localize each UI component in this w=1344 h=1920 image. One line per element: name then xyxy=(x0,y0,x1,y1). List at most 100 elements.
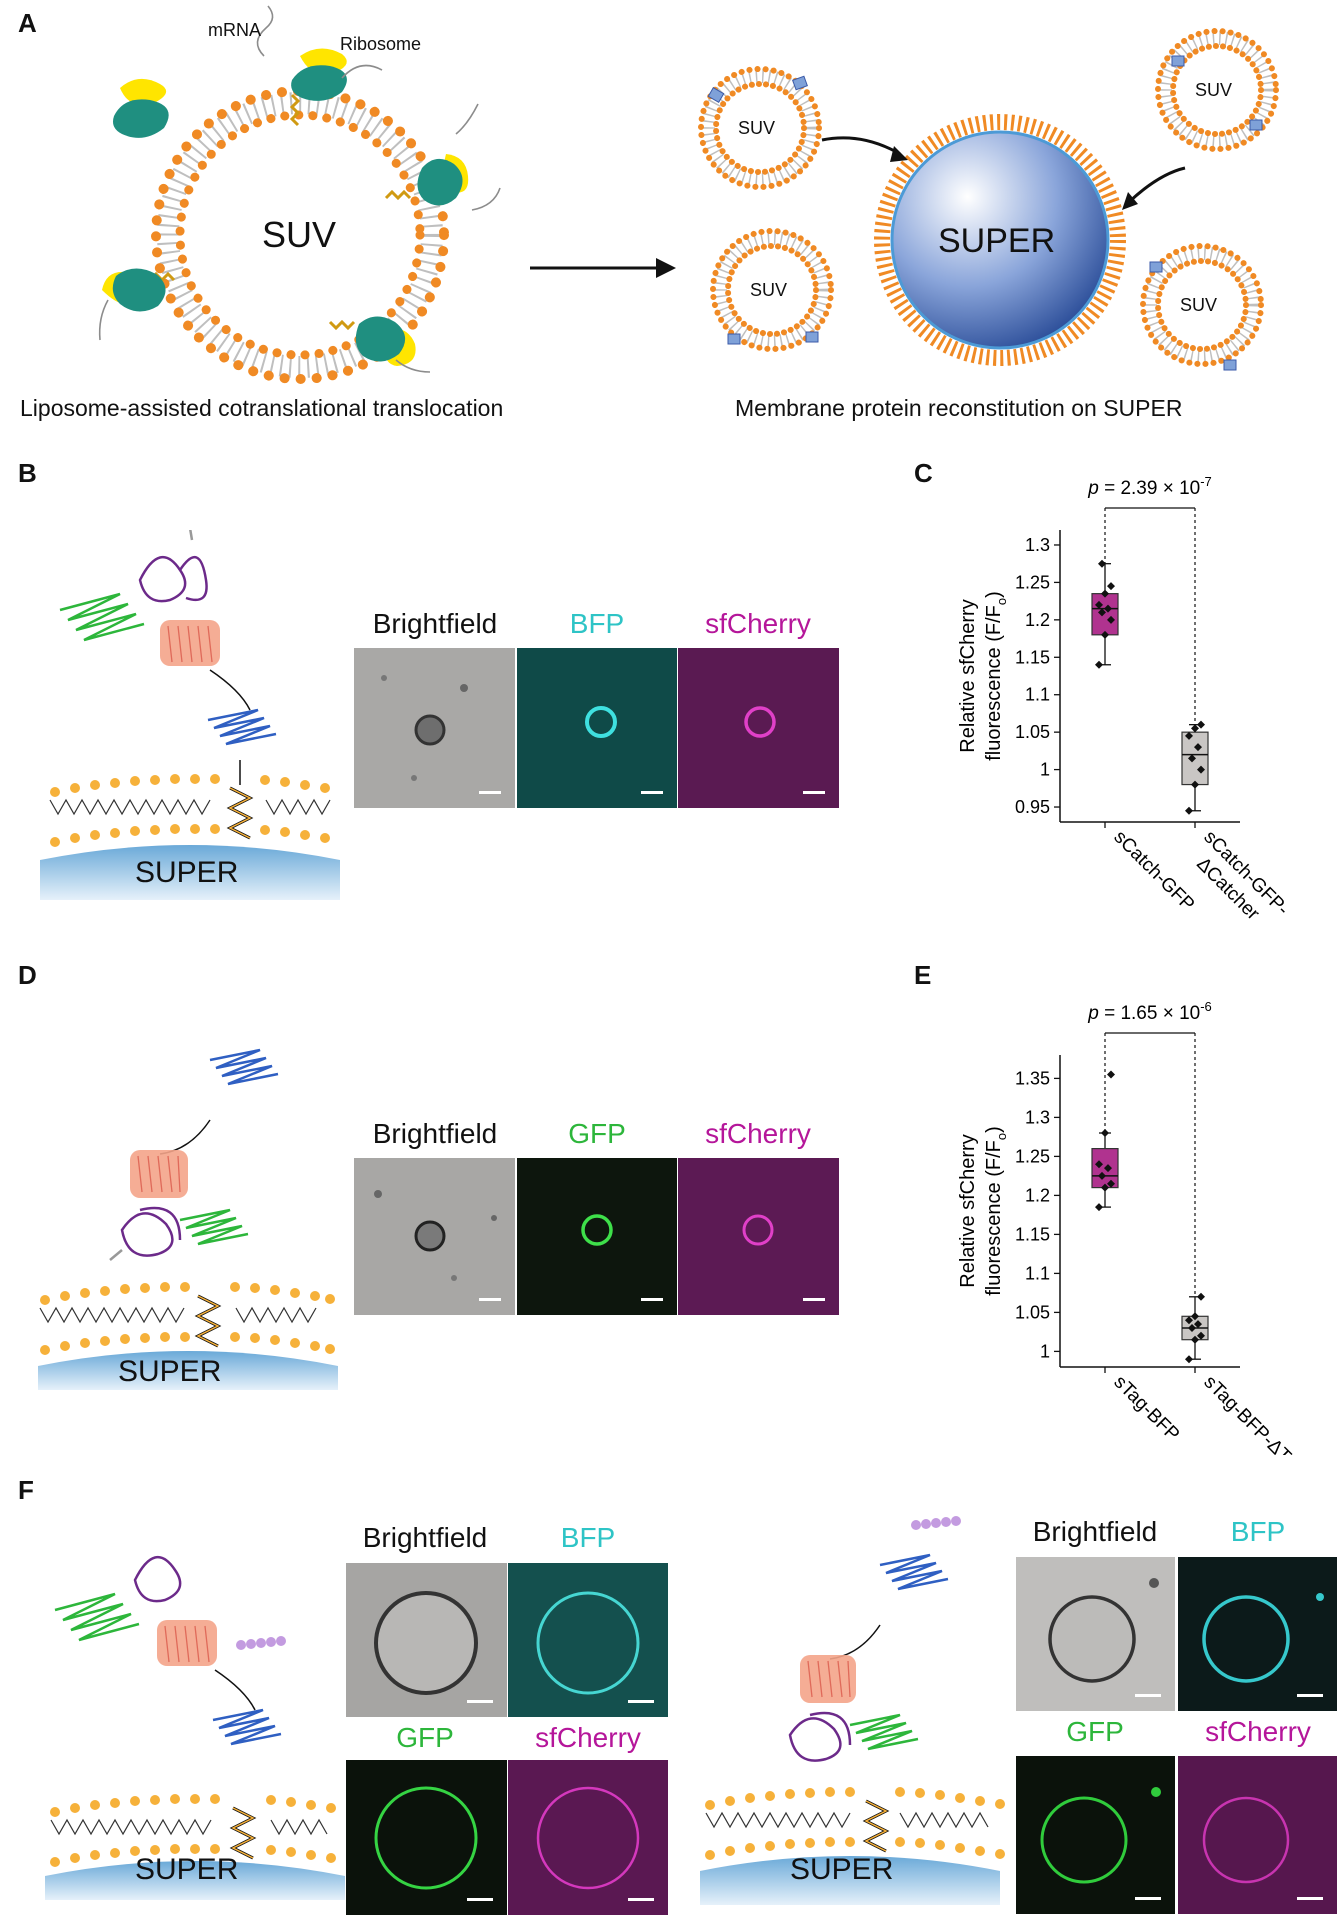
panel-a-diagram xyxy=(98,5,1279,384)
d-image-sfcherry xyxy=(678,1158,839,1315)
data-point xyxy=(1095,600,1103,609)
suv-label-1: SUV xyxy=(738,118,776,138)
y-tick-label: 1.35 xyxy=(1015,1068,1050,1088)
d-title-gfp: GFP xyxy=(568,1118,626,1149)
b-title-brightfield: Brightfield xyxy=(372,608,498,639)
f-left-title-brightfield: Brightfield xyxy=(362,1522,488,1553)
f-right-title-brightfield: Brightfield xyxy=(1032,1516,1158,1547)
f-right-image-gfp xyxy=(1016,1756,1175,1914)
f-left-image-bfp xyxy=(508,1563,668,1717)
panel-label-e: E xyxy=(914,960,932,990)
data-point xyxy=(1191,1335,1199,1344)
data-point xyxy=(1098,559,1106,568)
y-tick-label: 1.05 xyxy=(1015,722,1050,742)
y-tick-label: 1.2 xyxy=(1025,1185,1050,1205)
f-left-title-gfp: GFP xyxy=(396,1722,454,1753)
d-image-brightfield xyxy=(354,1158,515,1315)
f-right-title-gfp: GFP xyxy=(1066,1716,1124,1747)
b-title-bfp: BFP xyxy=(569,608,625,639)
data-point xyxy=(1197,720,1205,729)
data-point xyxy=(1098,1171,1106,1180)
membrane-protein-markers xyxy=(707,55,1263,371)
construct-diagram-f-right xyxy=(700,1516,1005,1905)
super-label-d: SUPER xyxy=(118,1355,222,1388)
y-tick-label: 1.1 xyxy=(1025,1263,1050,1283)
y-tick-label: 1.15 xyxy=(1015,647,1050,667)
panel-label-b: B xyxy=(18,458,37,488)
super-label-f-right: SUPER xyxy=(790,1853,894,1886)
data-point xyxy=(1101,630,1109,639)
data-point xyxy=(1104,604,1112,613)
super-bead xyxy=(874,114,1126,366)
y-tick-label: 1.15 xyxy=(1015,1224,1050,1244)
panel-label-a: A xyxy=(18,8,37,38)
y-tick-label: 1 xyxy=(1040,760,1050,780)
y-tick-label: 1 xyxy=(1040,1341,1050,1361)
data-point xyxy=(1107,615,1115,624)
data-point xyxy=(1095,1203,1103,1212)
data-point xyxy=(1104,1164,1112,1173)
construct-diagram-b xyxy=(40,530,340,900)
data-point xyxy=(1191,724,1199,733)
y-tick-label: 1.25 xyxy=(1015,572,1050,592)
panel-label-d: D xyxy=(18,960,37,990)
data-point xyxy=(1185,1355,1193,1364)
p-value-label: p = 1.65 × 10-6 xyxy=(1087,999,1212,1024)
suv-label-2: SUV xyxy=(750,280,788,300)
b-image-brightfield xyxy=(354,648,515,808)
data-point xyxy=(1185,731,1193,740)
ribosome-group xyxy=(102,48,469,366)
data-point xyxy=(1194,743,1202,752)
y-tick-label: 1.25 xyxy=(1015,1146,1050,1166)
f-right-image-sfcherry xyxy=(1178,1756,1337,1914)
f-right-image-brightfield xyxy=(1016,1557,1175,1711)
data-point xyxy=(1101,1183,1109,1192)
data-point xyxy=(1188,1324,1196,1332)
super-label-a: SUPER xyxy=(938,222,1056,260)
mrna-strands xyxy=(98,5,501,373)
construct-diagram-f-left xyxy=(45,1555,345,1900)
f-left-image-gfp xyxy=(346,1760,507,1915)
f-right-image-bfp xyxy=(1178,1557,1337,1711)
b-image-sfcherry xyxy=(678,648,839,808)
d-title-brightfield: Brightfield xyxy=(372,1118,498,1149)
f-left-image-sfcherry xyxy=(508,1760,668,1915)
data-point xyxy=(1101,1129,1109,1137)
data-point xyxy=(1107,582,1115,591)
d-title-sfcherry: sfCherry xyxy=(705,1118,811,1149)
f-left-title-bfp: BFP xyxy=(560,1522,616,1553)
y-tick-label: 1.3 xyxy=(1025,1107,1050,1127)
data-point xyxy=(1095,660,1103,669)
suv-label-4: SUV xyxy=(1180,295,1218,315)
x-tick-label: sCatch-GFP xyxy=(1109,827,1198,916)
f-right-title-sfcherry: sfCherry xyxy=(1205,1716,1311,1747)
d-image-gfp xyxy=(517,1158,677,1315)
y-tick-label: 1.3 xyxy=(1025,535,1050,555)
data-point xyxy=(1101,589,1109,598)
y-tick-label: 1.05 xyxy=(1015,1302,1050,1322)
data-point xyxy=(1185,1316,1193,1325)
x-tick-label: sTag-BFP xyxy=(1109,1372,1183,1446)
data-point xyxy=(1095,1160,1103,1169)
box xyxy=(1091,593,1119,636)
caption-right-a: Membrane protein reconstitution on SUPER xyxy=(735,395,1183,421)
x-tick-label: sCatch-GFP-ΔCatcher xyxy=(1182,827,1292,937)
panel-label-f: F xyxy=(18,1475,34,1505)
ribosome-label: Ribosome xyxy=(340,34,422,54)
data-point xyxy=(1191,780,1199,789)
y-tick-label: 1.1 xyxy=(1025,685,1050,705)
arrow-a-main xyxy=(530,258,676,278)
mrna-label: mRNA xyxy=(208,20,261,40)
f-left-title-sfcherry: sfCherry xyxy=(535,1722,641,1753)
data-point xyxy=(1188,754,1196,763)
construct-diagram-d xyxy=(38,1048,338,1390)
data-point xyxy=(1098,608,1106,617)
suv-large-label: SUV xyxy=(262,214,337,255)
super-label-f-left: SUPER xyxy=(135,1853,239,1886)
caption-left-a: Liposome-assisted cotranslational transl… xyxy=(20,395,504,421)
y-tick-label: 0.95 xyxy=(1015,797,1050,817)
